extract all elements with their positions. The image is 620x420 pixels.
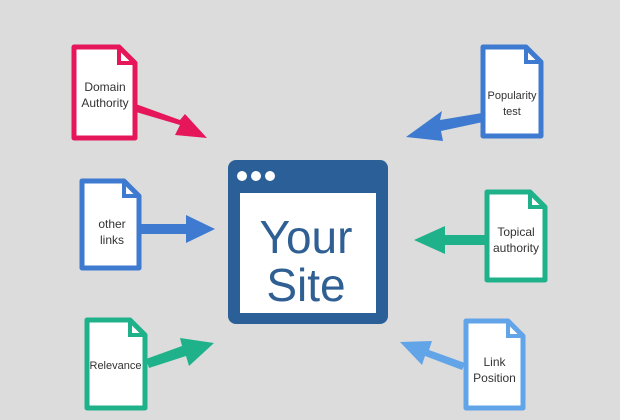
label-other-links: other links xyxy=(98,217,126,247)
arrow-icon-domain-authority xyxy=(133,103,207,138)
document-icon-relevance xyxy=(84,317,148,411)
document-icon-popularity-test xyxy=(480,44,544,139)
label-relevance: Relevance xyxy=(89,360,142,372)
your-site-line-2: Site xyxy=(266,259,346,311)
label-topical-authority: Topical authority xyxy=(492,225,540,255)
arrow-icon-popularity-test xyxy=(406,111,483,141)
document-icon-topical-authority xyxy=(484,189,548,283)
arrow-icon-relevance xyxy=(146,338,214,368)
document-icon-domain-authority xyxy=(71,44,138,141)
label-domain-authority: Domain Authority xyxy=(81,80,129,110)
document-icon-link-position xyxy=(463,318,526,411)
label-popularity-test: Popularity test xyxy=(487,90,537,118)
arrow-icon-topical-authority xyxy=(414,226,487,254)
your-site-line-1: Your xyxy=(259,211,353,263)
arrow-icon-other-links xyxy=(139,215,215,243)
arrow-icon-link-position xyxy=(400,341,465,370)
browser-window-icon xyxy=(228,160,388,324)
label-link-position: Link Position xyxy=(473,355,516,385)
